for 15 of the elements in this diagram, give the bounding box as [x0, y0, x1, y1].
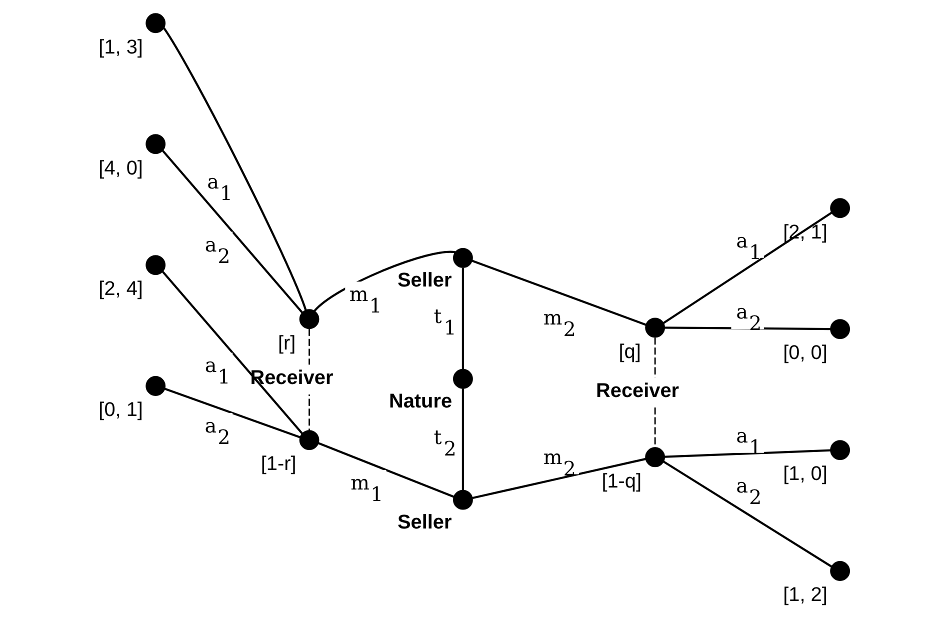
node-label: [r]	[278, 332, 296, 354]
node-label: Nature	[388, 390, 452, 413]
node-label: [q]	[618, 340, 641, 363]
node-label: [2, 4]	[98, 278, 143, 300]
node-label: [0, 1]	[98, 399, 143, 422]
node-label: Seller	[398, 270, 452, 292]
edge-label: Receiver	[596, 380, 680, 402]
node-label: [1, 3]	[98, 36, 143, 58]
node-label: [0, 0]	[783, 342, 828, 364]
node-label: [1, 2]	[783, 584, 828, 606]
node-label: [4, 0]	[98, 157, 143, 180]
node-label: [1-r]	[260, 453, 296, 476]
node-label: [1-q]	[602, 470, 642, 492]
node-label: Seller	[398, 512, 452, 534]
node-label: [1, 0]	[783, 463, 828, 486]
